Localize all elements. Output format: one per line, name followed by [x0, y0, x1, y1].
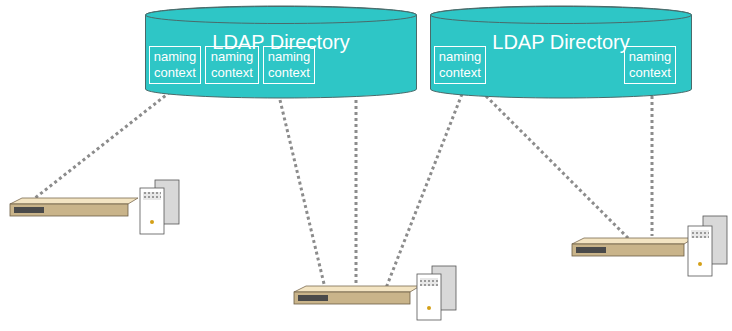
naming-context-box: naming context — [149, 46, 201, 84]
naming-context-box: naming context — [205, 46, 259, 84]
dotted-link — [486, 96, 630, 240]
dotted-link — [30, 92, 170, 202]
server-group — [10, 180, 179, 234]
power-led — [698, 262, 702, 266]
tower-server — [688, 226, 712, 276]
dotted-link — [386, 94, 462, 288]
rack-top — [10, 198, 138, 204]
rack-server — [10, 204, 128, 216]
tower-server — [417, 274, 441, 320]
naming-context-label: naming context — [208, 49, 256, 81]
naming-context-box: naming context — [434, 46, 486, 84]
rack-front — [576, 247, 606, 253]
rack-front — [14, 207, 44, 213]
directory-cylinder: LDAP Directorynaming contextnaming conte… — [430, 6, 692, 98]
rack-server — [294, 292, 410, 304]
cylinder-top — [431, 7, 692, 24]
dotted-link — [651, 96, 654, 236]
naming-context-label: naming context — [266, 49, 312, 81]
cylinder-top — [146, 7, 417, 24]
cylinder-body — [146, 6, 417, 98]
tower-vents — [143, 192, 161, 200]
server-group — [572, 216, 727, 276]
power-led — [150, 220, 154, 224]
rack-front — [298, 295, 328, 301]
cylinder-body — [431, 6, 692, 98]
naming-context-box: naming context — [624, 46, 676, 84]
naming-context-label: naming context — [627, 49, 673, 81]
tower-server — [140, 188, 164, 234]
rack-top — [572, 238, 694, 244]
directory-cylinder: LDAP Directorynaming contextnaming conte… — [145, 6, 417, 98]
rack-server — [572, 244, 684, 256]
naming-context-label: naming context — [152, 49, 198, 81]
naming-context-box: naming context — [263, 46, 315, 84]
power-led — [427, 306, 431, 310]
dotted-links — [30, 92, 652, 288]
dotted-link — [280, 100, 325, 288]
server-group — [294, 266, 456, 320]
naming-context-label: naming context — [437, 49, 483, 81]
dotted-link — [355, 100, 358, 286]
rack-top — [294, 286, 420, 292]
tower-vents — [691, 230, 709, 238]
tower-vents — [420, 278, 438, 286]
